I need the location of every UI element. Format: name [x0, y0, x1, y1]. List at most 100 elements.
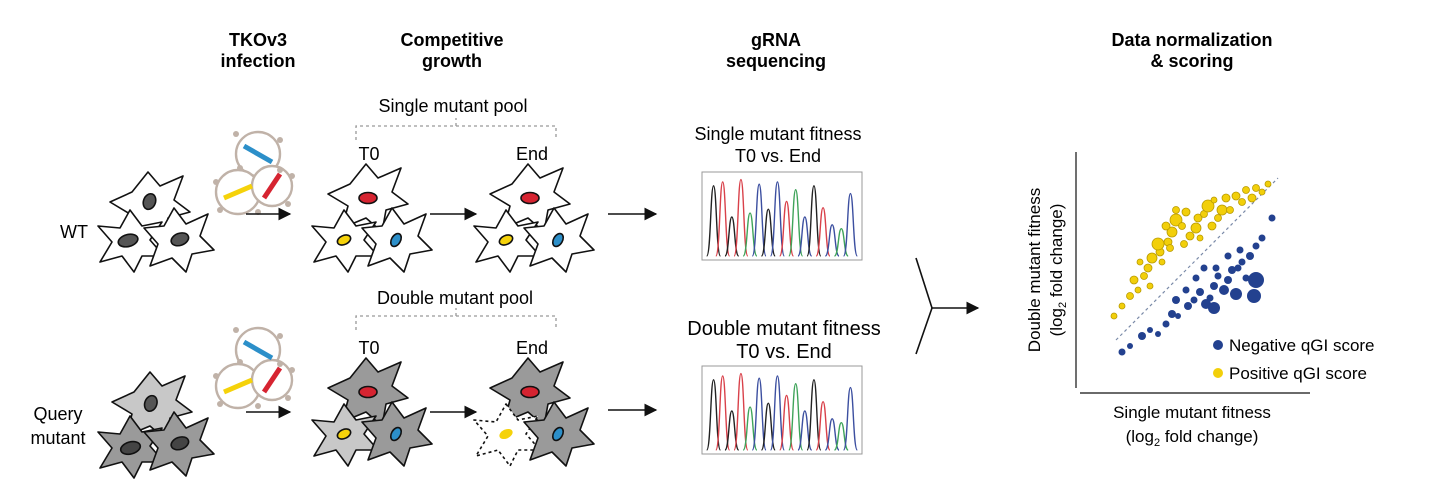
double-pool-t0: T0 [358, 338, 379, 358]
negative-point [1162, 320, 1170, 328]
negative-point [1212, 264, 1220, 272]
positive-point [1143, 263, 1153, 273]
positive-point [1242, 186, 1250, 194]
positive-point [1146, 282, 1154, 290]
svg-text:Competitive: Competitive [400, 30, 503, 50]
double-end-cells [473, 357, 595, 467]
svg-text:infection: infection [221, 51, 296, 71]
single-end-cells [473, 163, 595, 273]
svg-text:Single mutant fitness: Single mutant fitness [694, 124, 861, 144]
negative-point [1168, 310, 1176, 318]
positive-point [1181, 207, 1191, 217]
negative-point [1118, 348, 1126, 356]
positive-point [1201, 199, 1215, 213]
negative-point [1210, 282, 1218, 290]
chromatogram-peak [751, 183, 767, 257]
chromatogram-peak [824, 418, 840, 451]
plot-xlabel: Single mutant fitness (log2 fold change) [1113, 403, 1271, 449]
positive-point [1190, 222, 1202, 234]
chromatogram-peak [733, 372, 749, 451]
positive-point [1172, 206, 1180, 214]
negative-point [1234, 264, 1242, 272]
chromatogram-peak [751, 377, 767, 451]
negative-point [1155, 331, 1161, 337]
svg-text:(log2 fold change): (log2 fold change) [1047, 204, 1069, 337]
plot-legend: Negative qGI score Positive qGI score [1213, 336, 1375, 383]
chromatogram-peak [769, 375, 785, 451]
chromatogram-peak [806, 185, 822, 257]
single-t0-cells [311, 163, 433, 273]
chromatogram-peak [733, 178, 749, 257]
svg-text:Data normalization: Data normalization [1111, 30, 1272, 50]
positive-point [1196, 234, 1204, 242]
svg-text:TKOv3: TKOv3 [229, 30, 287, 50]
negative-point [1182, 286, 1190, 294]
positive-point [1146, 252, 1158, 264]
svg-text:(log2 fold change): (log2 fold change) [1126, 427, 1259, 449]
double-pool-end: End [516, 338, 548, 358]
negative-point [1138, 332, 1146, 340]
negative-point [1248, 272, 1264, 288]
negative-point [1252, 242, 1260, 250]
svg-text:Double mutant fitness: Double mutant fitness [687, 318, 880, 340]
svg-text:Single mutant fitness: Single mutant fitness [1113, 403, 1271, 422]
positive-point [1221, 193, 1231, 203]
svg-text:Query: Query [33, 404, 82, 424]
positive-point [1185, 231, 1195, 241]
negative-point [1200, 264, 1208, 272]
double-t0-cells [311, 357, 433, 467]
header-scoring: Data normalization & scoring [1111, 30, 1272, 71]
positive-point [1166, 244, 1174, 252]
row-label-wt: WT [60, 222, 88, 242]
plot-diagonal [1115, 177, 1279, 341]
legend-negative-marker [1213, 340, 1223, 350]
positive-point [1158, 258, 1166, 266]
negative-point [1268, 214, 1276, 222]
double-fitness-label: Double mutant fitness T0 vs. End [687, 318, 880, 363]
positive-point [1252, 184, 1260, 192]
positive-point [1126, 292, 1134, 300]
double-pool-title: Double mutant pool [377, 288, 533, 308]
chromatogram-peak [715, 181, 731, 257]
negative-point [1172, 296, 1180, 304]
positive-point [1210, 196, 1218, 204]
query-cell-cluster [97, 371, 215, 479]
negative-point [1175, 313, 1181, 319]
negative-point [1224, 276, 1232, 284]
chromatogram-peak [715, 375, 731, 451]
negative-point [1228, 266, 1236, 274]
row-label-query: Query mutant [30, 404, 85, 448]
legend-positive-label: Positive qGI score [1229, 364, 1367, 383]
negative-point [1206, 294, 1214, 302]
single-pool-end: End [516, 144, 548, 164]
flow-arrows [246, 207, 980, 419]
negative-point [1208, 302, 1220, 314]
header-growth: Competitive growth [400, 30, 503, 71]
svg-text:sequencing: sequencing [726, 51, 826, 71]
legend-positive-marker [1213, 368, 1223, 378]
negative-point [1242, 274, 1250, 282]
chromatogram-peak [788, 188, 804, 257]
svg-text:mutant: mutant [30, 428, 85, 448]
svg-text:& scoring: & scoring [1150, 51, 1233, 71]
wt-cell-cluster [97, 171, 215, 273]
positive-point [1118, 302, 1126, 310]
negative-point [1214, 272, 1222, 280]
single-pool-title: Single mutant pool [378, 96, 527, 116]
positive-point [1129, 275, 1139, 285]
positive-point [1214, 214, 1222, 222]
negative-point [1230, 288, 1242, 300]
positive-point [1264, 180, 1272, 188]
positive-point [1258, 188, 1266, 196]
negative-point [1246, 252, 1254, 260]
chromatogram-peak [815, 206, 831, 257]
chromatogram-single [706, 178, 858, 257]
negative-point [1224, 252, 1232, 260]
positive-point [1226, 206, 1234, 214]
chromatogram-peak [769, 181, 785, 257]
negative-point [1147, 327, 1153, 333]
positive-point [1193, 213, 1203, 223]
positive-point [1216, 204, 1228, 216]
positive-point [1134, 286, 1142, 294]
negative-point [1236, 246, 1244, 254]
